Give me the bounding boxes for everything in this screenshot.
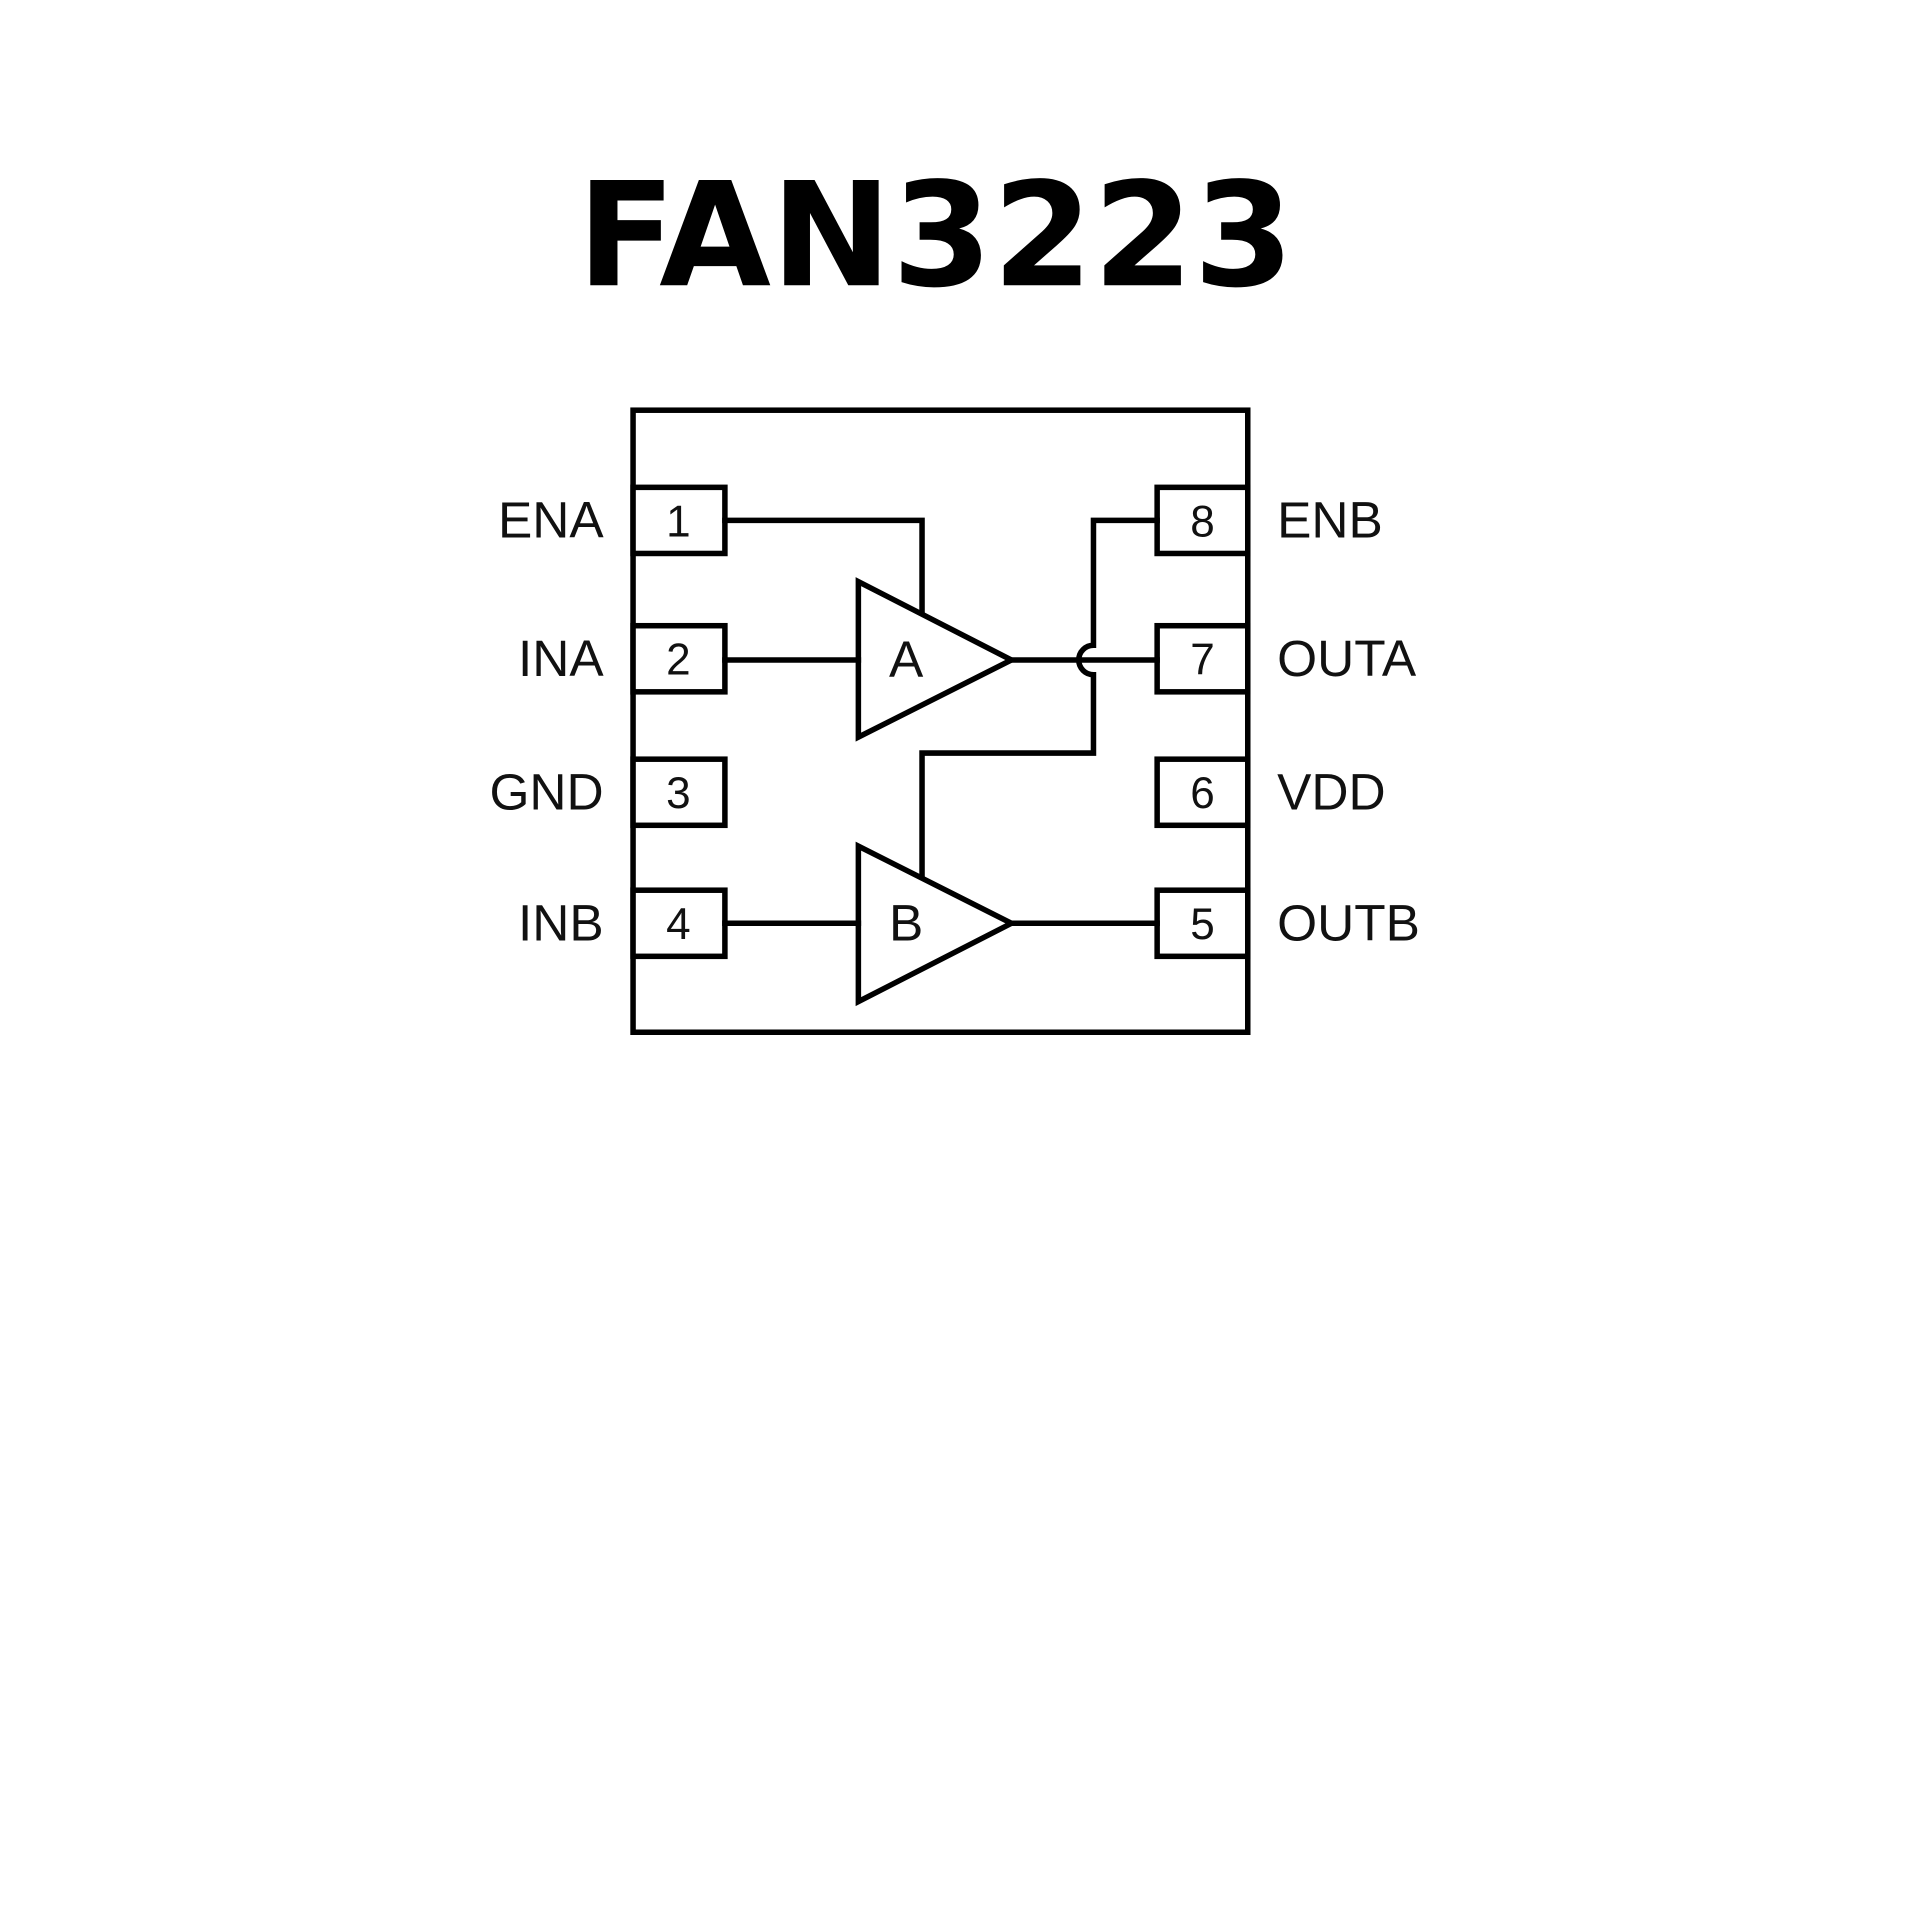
pin-7: 7 OUTA (1154, 622, 1417, 695)
pin-number: 8 (1190, 497, 1215, 546)
pin-1: 1 ENA (498, 484, 728, 557)
pin-label: INB (518, 893, 604, 951)
pin-label: OUTB (1277, 893, 1420, 951)
pin-5: 5 OUTB (1154, 887, 1420, 960)
driver-a: A (855, 577, 1018, 742)
driver-label: B (889, 893, 923, 951)
pin-label: OUTA (1277, 629, 1417, 687)
pin-number: 5 (1190, 900, 1215, 949)
pin-label: GND (489, 762, 603, 820)
wire-enb (919, 517, 1160, 880)
driver-label: A (889, 630, 924, 688)
pin-4: 4 INB (518, 887, 728, 960)
pin-number: 1 (666, 497, 691, 546)
pin-number: 3 (666, 769, 691, 818)
wire-ena (722, 517, 925, 615)
pin-8: 8 ENB (1154, 484, 1383, 557)
pin-6: 6 VDD (1154, 756, 1386, 829)
pin-number: 4 (666, 900, 691, 949)
pin-number: 7 (1190, 636, 1215, 685)
pin-label: VDD (1277, 762, 1386, 820)
chip-title: FAN3223 (577, 152, 1294, 320)
pin-label: INA (518, 629, 604, 687)
pin-3: 3 GND (489, 756, 728, 829)
pin-number: 2 (666, 636, 691, 685)
ic-package-outline (630, 407, 1251, 1035)
pin-2: 2 INA (518, 622, 728, 695)
driver-b: B (855, 841, 1018, 1007)
pin-label: ENA (498, 491, 604, 549)
pin-label: ENB (1277, 491, 1383, 549)
pin-number: 6 (1190, 769, 1215, 818)
